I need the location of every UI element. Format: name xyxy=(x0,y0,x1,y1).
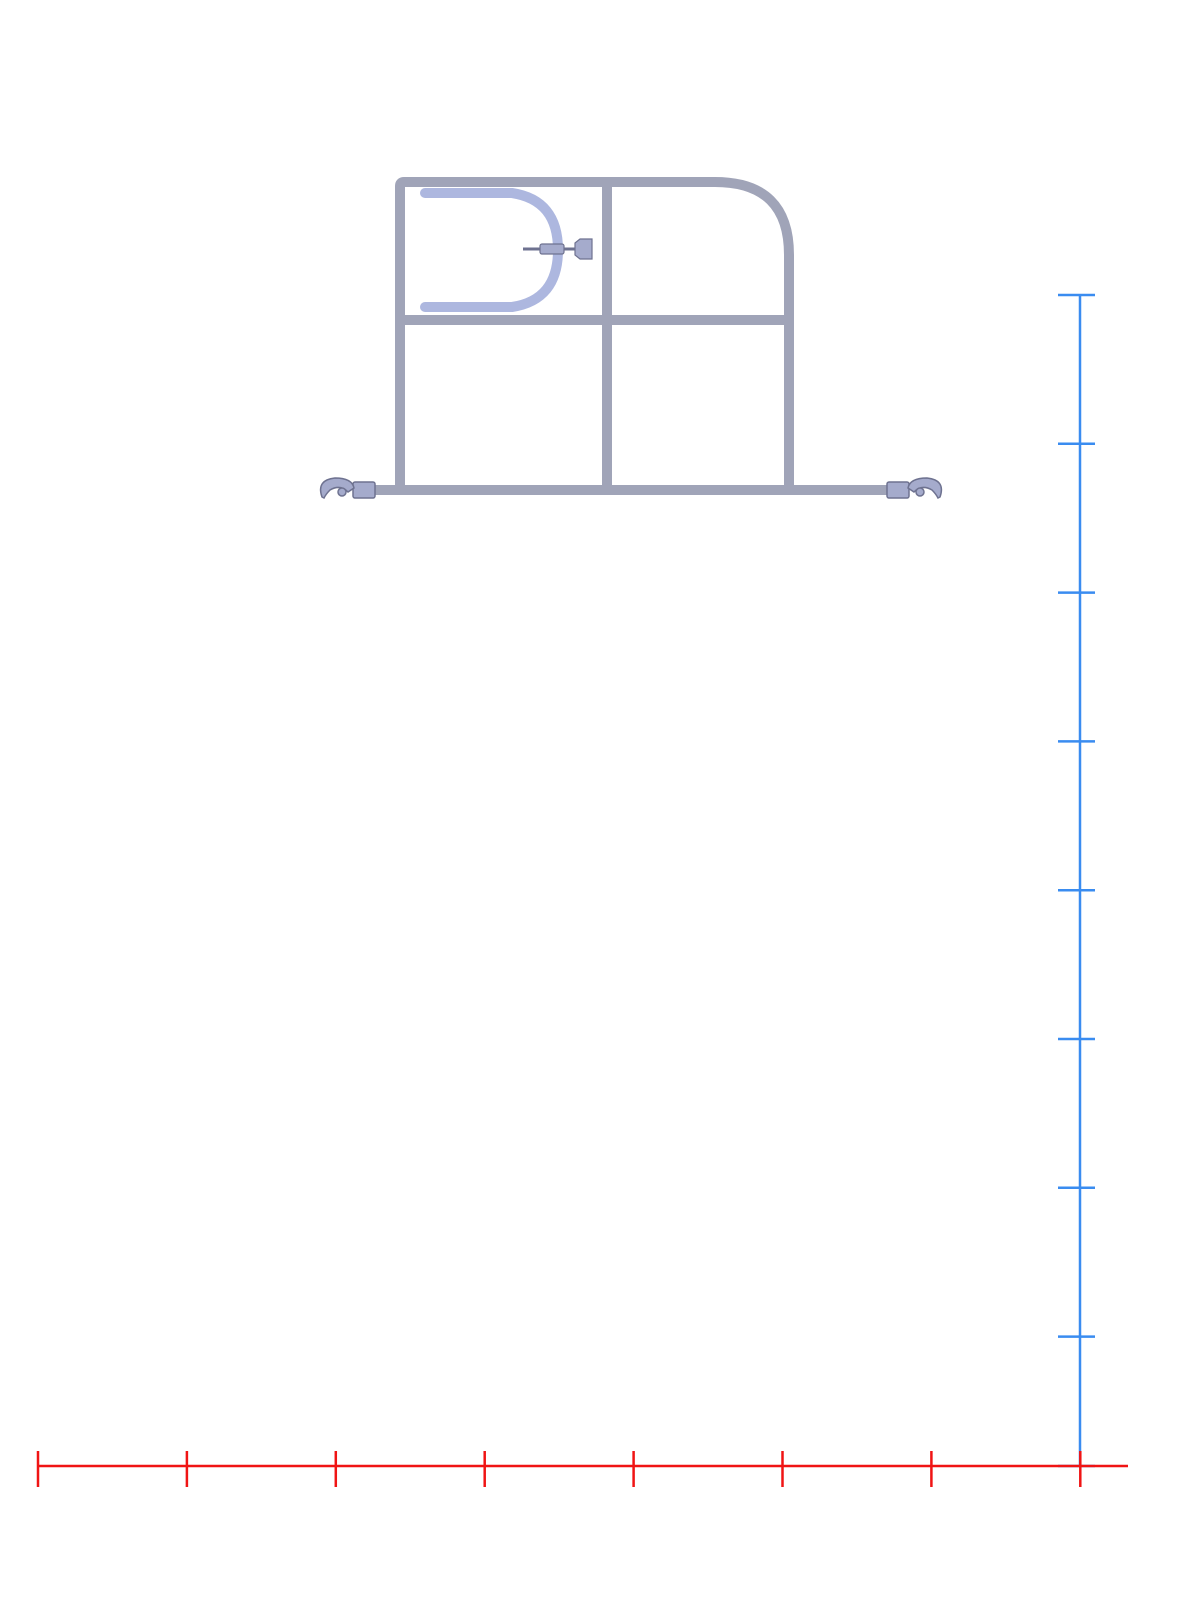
horizontal-axis xyxy=(36,1451,1128,1487)
left-clamp-icon xyxy=(319,477,376,500)
frame-outline xyxy=(395,177,794,495)
railing-frame xyxy=(367,177,895,495)
key-icon xyxy=(574,238,593,260)
hardware xyxy=(319,238,943,500)
pin-sleeve xyxy=(539,243,565,255)
right-clamp-icon xyxy=(886,477,943,500)
vertical-axis xyxy=(1058,293,1095,1468)
